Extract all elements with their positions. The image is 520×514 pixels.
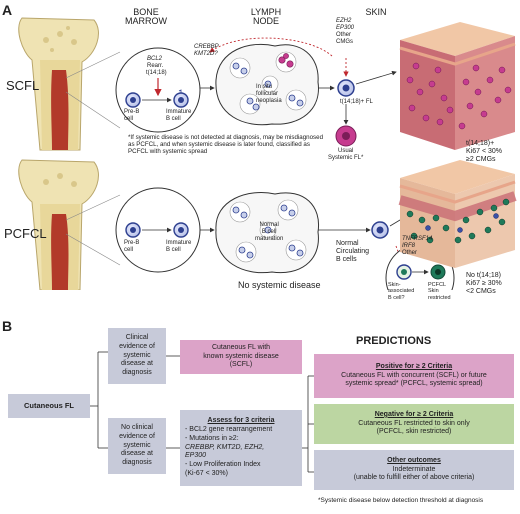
assess-criteria-box: Assess for 3 criteria - BCL2 gene rearra… [180,410,302,486]
other-title: Other outcomes [387,456,441,464]
row-label-scfl: SCFL [6,78,40,93]
other-outcomes-box: Other outcomes Indeterminate (unable to … [314,450,514,490]
bone-marrow-pcfcl [18,159,99,290]
header-bone-marrow: BONE MARROW [125,7,167,27]
label-no-systemic-disease: No systemic disease [238,280,321,290]
no-clinical-evidence-box: No clinical evidence of systemic disease… [108,418,166,474]
assess-item-genes: CREBBP, KMT2D, EZH2, EP300 [185,443,265,460]
label-pre-b-cell-pcfcl: Pre-B cell [124,240,140,253]
label-normal-circulating: Normal Circulating B cells [336,240,370,264]
positive-title: Positive for ≥ 2 Criteria [375,362,453,370]
cutaneous-fl-box: Cutaneous FL [8,394,90,418]
assess-item-bcl2: - BCL2 gene rearrangement [185,426,273,434]
label-bcl2: BCL2 [147,56,163,62]
label-skin-associated: Skin- associated B cell? [388,282,415,301]
label-ep300: EP300 [336,25,355,31]
label-cmgs: CMGs [336,39,353,45]
label-crebbp: CREBBP [194,44,219,50]
label-irf8: IRF8 [402,243,416,249]
assess-item-proliferation: - Low Proliferation Index (Ki-67 < 30%) [185,461,261,477]
label-immature-b-cell-pcfcl: Immature B cell [166,240,192,253]
label-tnfrsf14: TNFRSF14 [402,236,433,242]
label-other-pcfcl: Other [402,250,418,256]
assess-item-mutations: - Mutations in ≥2: [185,434,239,442]
clinical-evidence-box: Clinical evidence of systemic disease at… [108,328,166,384]
label-pre-b-cell-scfl: Pre-B cell [124,109,140,122]
panel-a-graphics [18,17,517,290]
predictions-title: PREDICTIONS [356,335,432,347]
negative-text: Cutaneous FL restricted to skin only (PC… [358,419,470,436]
assess-title: Assess for 3 criteria [207,417,275,425]
label-kmt2d: KMT2D? [194,51,218,57]
label-pcfcl-skin-restricted: PCFCL Skin restricted [428,282,451,301]
label-ezh2: EZH2 [336,18,352,24]
label-t1418-marrow: t(14;18) [146,70,167,76]
header-skin: SKIN [365,7,387,17]
label-t1418-fl: t(14;18)+ FL [340,99,373,105]
panel-a-label: A [2,2,13,18]
known-systemic-box: Cutaneous FL with known systemic disease… [180,340,302,374]
label-normal-maturation: Normal B cell maturation [255,222,284,242]
bone-marrow-scfl [18,17,99,151]
skin-block-scfl [399,22,516,150]
negative-box: Negative for ≥ 2 Criteria Cutaneous FL r… [314,404,514,444]
scfl-skin-result: t(14;18)+ Ki67 < 30% ≥2 CMGs [466,140,502,164]
header-lymph-node: LYMPH NODE [250,7,282,27]
pcfcl-skin-result: No t(14;18) Ki67 ≥ 30% <2 CMGs [466,272,502,296]
scfl-footnote: *If systemic disease is not detected at … [128,134,324,156]
row-label-pcfcl: PCFCL [4,226,47,241]
label-in-situ-neoplasia: In situ follicular neoplasia [256,84,282,104]
label-immature-b-cell-scfl: Immature B cell [166,109,192,122]
label-usual-systemic-fl: Usual Systemic FL* [328,148,364,161]
positive-text: Cutaneous FL with concurrent (SCFL) or f… [341,371,487,388]
skin-block-pcfcl [398,160,517,268]
other-text: Indeterminate (unable to fulfill either … [353,465,475,482]
panel-b-footnote: *Systemic disease below detection thresh… [318,497,484,504]
positive-box: Positive for ≥ 2 Criteria Cutaneous FL w… [314,354,514,398]
negative-title: Negative for ≥ 2 Criteria [374,410,454,418]
label-rearr: Rearr. [147,63,164,69]
label-other-cmgs: Other [336,32,352,38]
panel-b-label: B [2,318,13,334]
